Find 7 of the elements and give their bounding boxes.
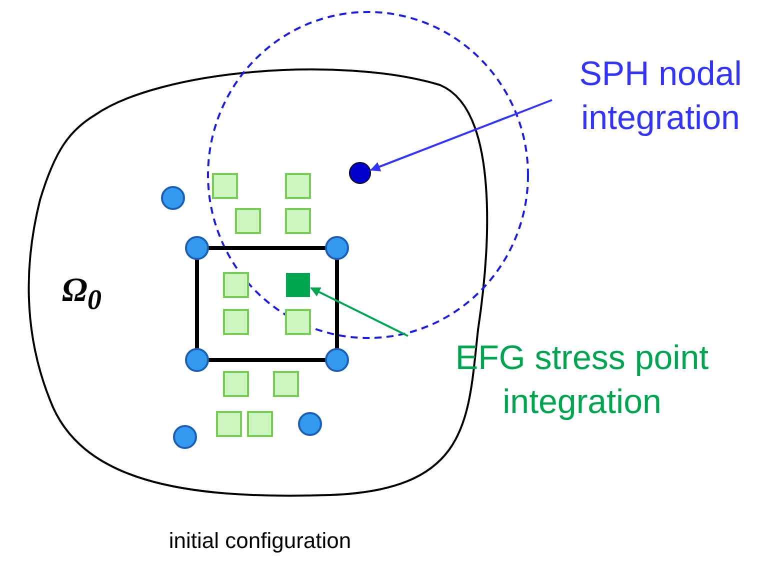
- caption: initial configuration: [168, 528, 352, 554]
- domain-symbol: Ω$_{0}$: [62, 272, 102, 317]
- leader-line: [310, 287, 408, 337]
- leader-line: [370, 99, 552, 172]
- stress-point-square: [286, 273, 310, 297]
- callout-text: SPH nodal integration: [548, 52, 773, 140]
- sph-node-dot: [349, 162, 371, 184]
